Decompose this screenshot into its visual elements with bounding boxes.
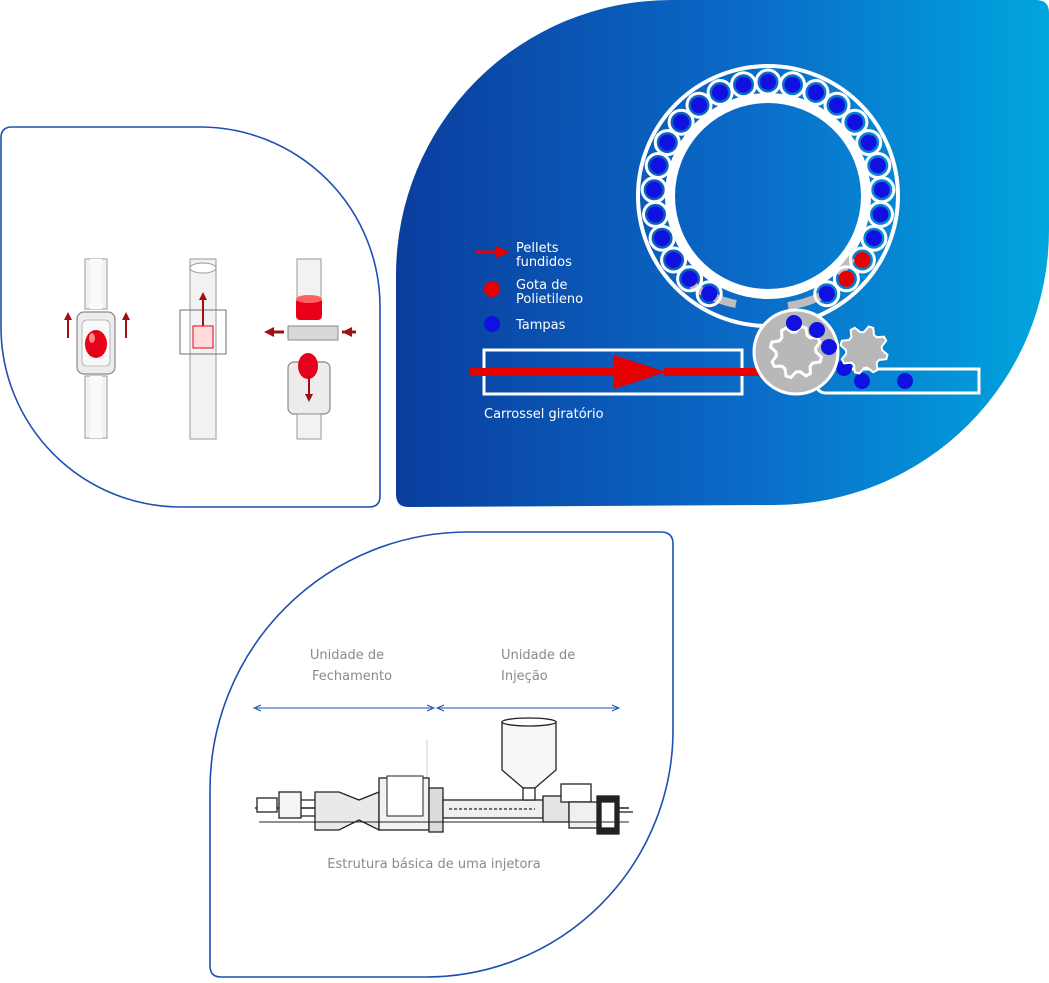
- carousel-cap-socket: [841, 108, 869, 136]
- carousel-cap-socket: [685, 91, 713, 119]
- carousel-caption: Carrossel giratório: [484, 407, 604, 422]
- carousel-cap: [784, 76, 801, 93]
- step2-cavity-with-melt-icon: [179, 258, 227, 440]
- carousel-cap-socket: [653, 129, 681, 157]
- carousel-cap: [665, 252, 682, 268]
- legend-pellets-icon: [476, 246, 510, 258]
- carousel-cap-socket: [802, 79, 830, 106]
- carousel-cap: [650, 157, 667, 174]
- carousel-cap: [846, 114, 863, 131]
- injection-machine-caption: Estrutura básica de uma injetora: [327, 857, 541, 872]
- carousel-cap: [865, 230, 882, 247]
- injection-machine-panel: Unidade de Fechamento Unidade de Injeção: [209, 530, 675, 979]
- carousel-cap: [646, 181, 663, 198]
- injection-machine-icon: [255, 717, 633, 835]
- carousel-diagram: Pellets fundidos Gota de Polietileno Tam…: [396, 0, 1049, 507]
- carousel-cap-socket: [660, 246, 688, 274]
- carousel-cap-socket: [648, 224, 676, 252]
- carousel-cap: [691, 97, 707, 114]
- legend-pellets-line1: Pellets: [516, 241, 559, 256]
- step3-cap-compression-icon: [264, 258, 356, 440]
- carousel-panel: Pellets fundidos Gota de Polietileno Tam…: [396, 0, 1049, 508]
- carousel-cap: [873, 181, 890, 198]
- output-cap: [854, 373, 870, 389]
- carousel-cap: [735, 76, 752, 93]
- carousel-cap: [760, 74, 776, 90]
- carousel-cap-socket: [832, 265, 860, 293]
- carousel-drop: [854, 252, 871, 268]
- carousel-cap: [654, 230, 671, 247]
- carousel-cap-socket: [644, 152, 672, 179]
- carousel-cap-socket: [667, 108, 695, 136]
- carousel-cap-socket: [779, 71, 806, 99]
- legend: Pellets fundidos Gota de Polietileno Tam…: [476, 241, 583, 333]
- carousel-cap-socket: [860, 224, 888, 252]
- small-gear-icon: [839, 325, 889, 375]
- carousel-cap-socket: [848, 246, 876, 274]
- compression-steps-diagram: [0, 126, 381, 508]
- panel-border: [209, 531, 674, 978]
- legend-caps-icon: [484, 316, 500, 332]
- output-cap: [836, 360, 852, 376]
- injection-machine-diagram: Unidade de Fechamento Unidade de Injeção: [209, 531, 674, 978]
- carousel-cap: [681, 270, 698, 287]
- carousel-cap: [647, 206, 664, 223]
- carousel-cap: [869, 157, 886, 174]
- carousel-cap: [712, 84, 729, 101]
- carousel-cap: [872, 206, 889, 223]
- legend-caps: Tampas: [515, 318, 566, 333]
- carousel-cap: [860, 134, 877, 151]
- carousel-cap-socket: [730, 71, 757, 99]
- legend-drop-line1: Gota de: [516, 278, 567, 293]
- injection-unit-span-arrow: [435, 704, 621, 712]
- step1-mold-close-up-arrows-icon: [64, 258, 130, 439]
- carousel-cap-socket: [706, 79, 734, 106]
- closing-unit-label-line1: Unidade de: [310, 648, 384, 663]
- carousel-cap: [818, 285, 835, 302]
- closing-unit-label-line2: Fechamento: [312, 669, 392, 684]
- legend-drop-line2: Polietileno: [516, 292, 583, 307]
- carousel-cap-socket: [855, 129, 883, 157]
- pellet-feed-tube: [470, 348, 766, 396]
- output-cap: [897, 373, 913, 389]
- compression-steps-panel: [0, 126, 382, 508]
- carousel-cap-socket: [867, 200, 894, 228]
- legend-drop-icon: [484, 281, 500, 297]
- large-gear-icon: [752, 308, 840, 396]
- carousel-caps: [640, 68, 896, 308]
- injection-unit-label-line1: Unidade de: [501, 648, 575, 663]
- legend-pellets-line2: fundidos: [516, 255, 572, 270]
- carousel-cap: [673, 114, 690, 131]
- carousel-cap-socket: [676, 265, 704, 293]
- carousel-cap: [659, 134, 676, 151]
- injection-unit-label-line2: Injeção: [501, 669, 548, 684]
- carousel-cap-socket: [823, 91, 851, 119]
- carousel-drop: [838, 270, 855, 287]
- carousel-cap-socket: [695, 280, 723, 308]
- carousel-cap: [807, 84, 824, 101]
- panel-background: [396, 0, 1049, 507]
- carousel-cap: [829, 97, 845, 114]
- carousel-cap-socket: [813, 280, 841, 308]
- closing-unit-span-arrow: [252, 704, 436, 712]
- carousel-cap: [701, 285, 718, 302]
